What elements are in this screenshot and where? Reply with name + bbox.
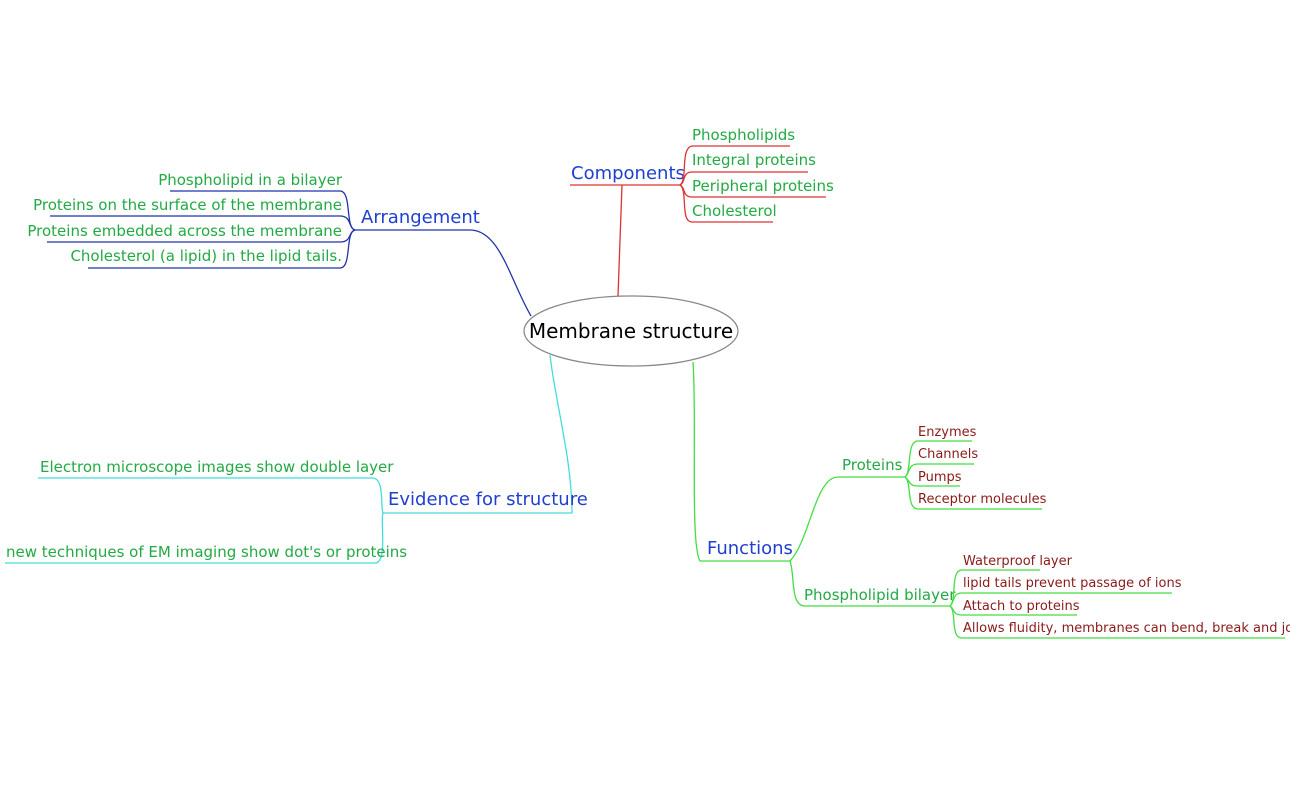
subtopic-proteins[interactable]: Proteins [842,456,903,474]
arrangement-item[interactable]: Proteins on the surface of the membrane [33,196,342,214]
component-item[interactable]: Peripheral proteins [692,177,834,195]
bilayer-function-item[interactable]: Allows fluidity, membranes can bend, bre… [963,621,1290,636]
branch-arrangement: Arrangement Phospholipid in a bilayer Pr… [27,171,532,317]
arrangement-item[interactable]: Cholesterol (a lipid) in the lipid tails… [70,247,342,265]
component-item[interactable]: Cholesterol [692,202,777,220]
topic-arrangement[interactable]: Arrangement [361,207,480,228]
protein-function-item[interactable]: Enzymes [918,425,977,440]
protein-function-item[interactable]: Receptor molecules [918,492,1047,507]
protein-function-item[interactable]: Channels [918,447,978,462]
arrangement-item[interactable]: Proteins embedded across the membrane [27,222,342,240]
bilayer-function-item[interactable]: Waterproof layer [963,554,1073,569]
topic-components[interactable]: Components [571,163,685,184]
subtopic-phospholipid-bilayer[interactable]: Phospholipid bilayer [804,586,956,604]
central-node[interactable]: Membrane structure [523,295,739,367]
central-topic: Membrane structure [529,319,733,343]
branch-functions: Functions Proteins Phospholipid bilayer … [692,361,1290,639]
topic-evidence[interactable]: Evidence for structure [388,489,588,510]
bilayer-function-item[interactable]: lipid tails prevent passage of ions [963,576,1182,591]
arrangement-item[interactable]: Phospholipid in a bilayer [158,171,343,189]
topic-functions[interactable]: Functions [707,538,793,559]
component-item[interactable]: Phospholipids [692,126,795,144]
protein-function-item[interactable]: Pumps [918,470,962,485]
evidence-item[interactable]: Electron microscope images show double l… [40,458,394,476]
branch-components: Components Phospholipids Integral protei… [570,126,834,297]
branch-evidence: Evidence for structure Electron microsco… [5,354,588,564]
component-item[interactable]: Integral proteins [692,151,816,169]
evidence-item[interactable]: new techniques of EM imaging show dot's … [6,543,407,561]
bilayer-function-item[interactable]: Attach to proteins [963,599,1080,614]
